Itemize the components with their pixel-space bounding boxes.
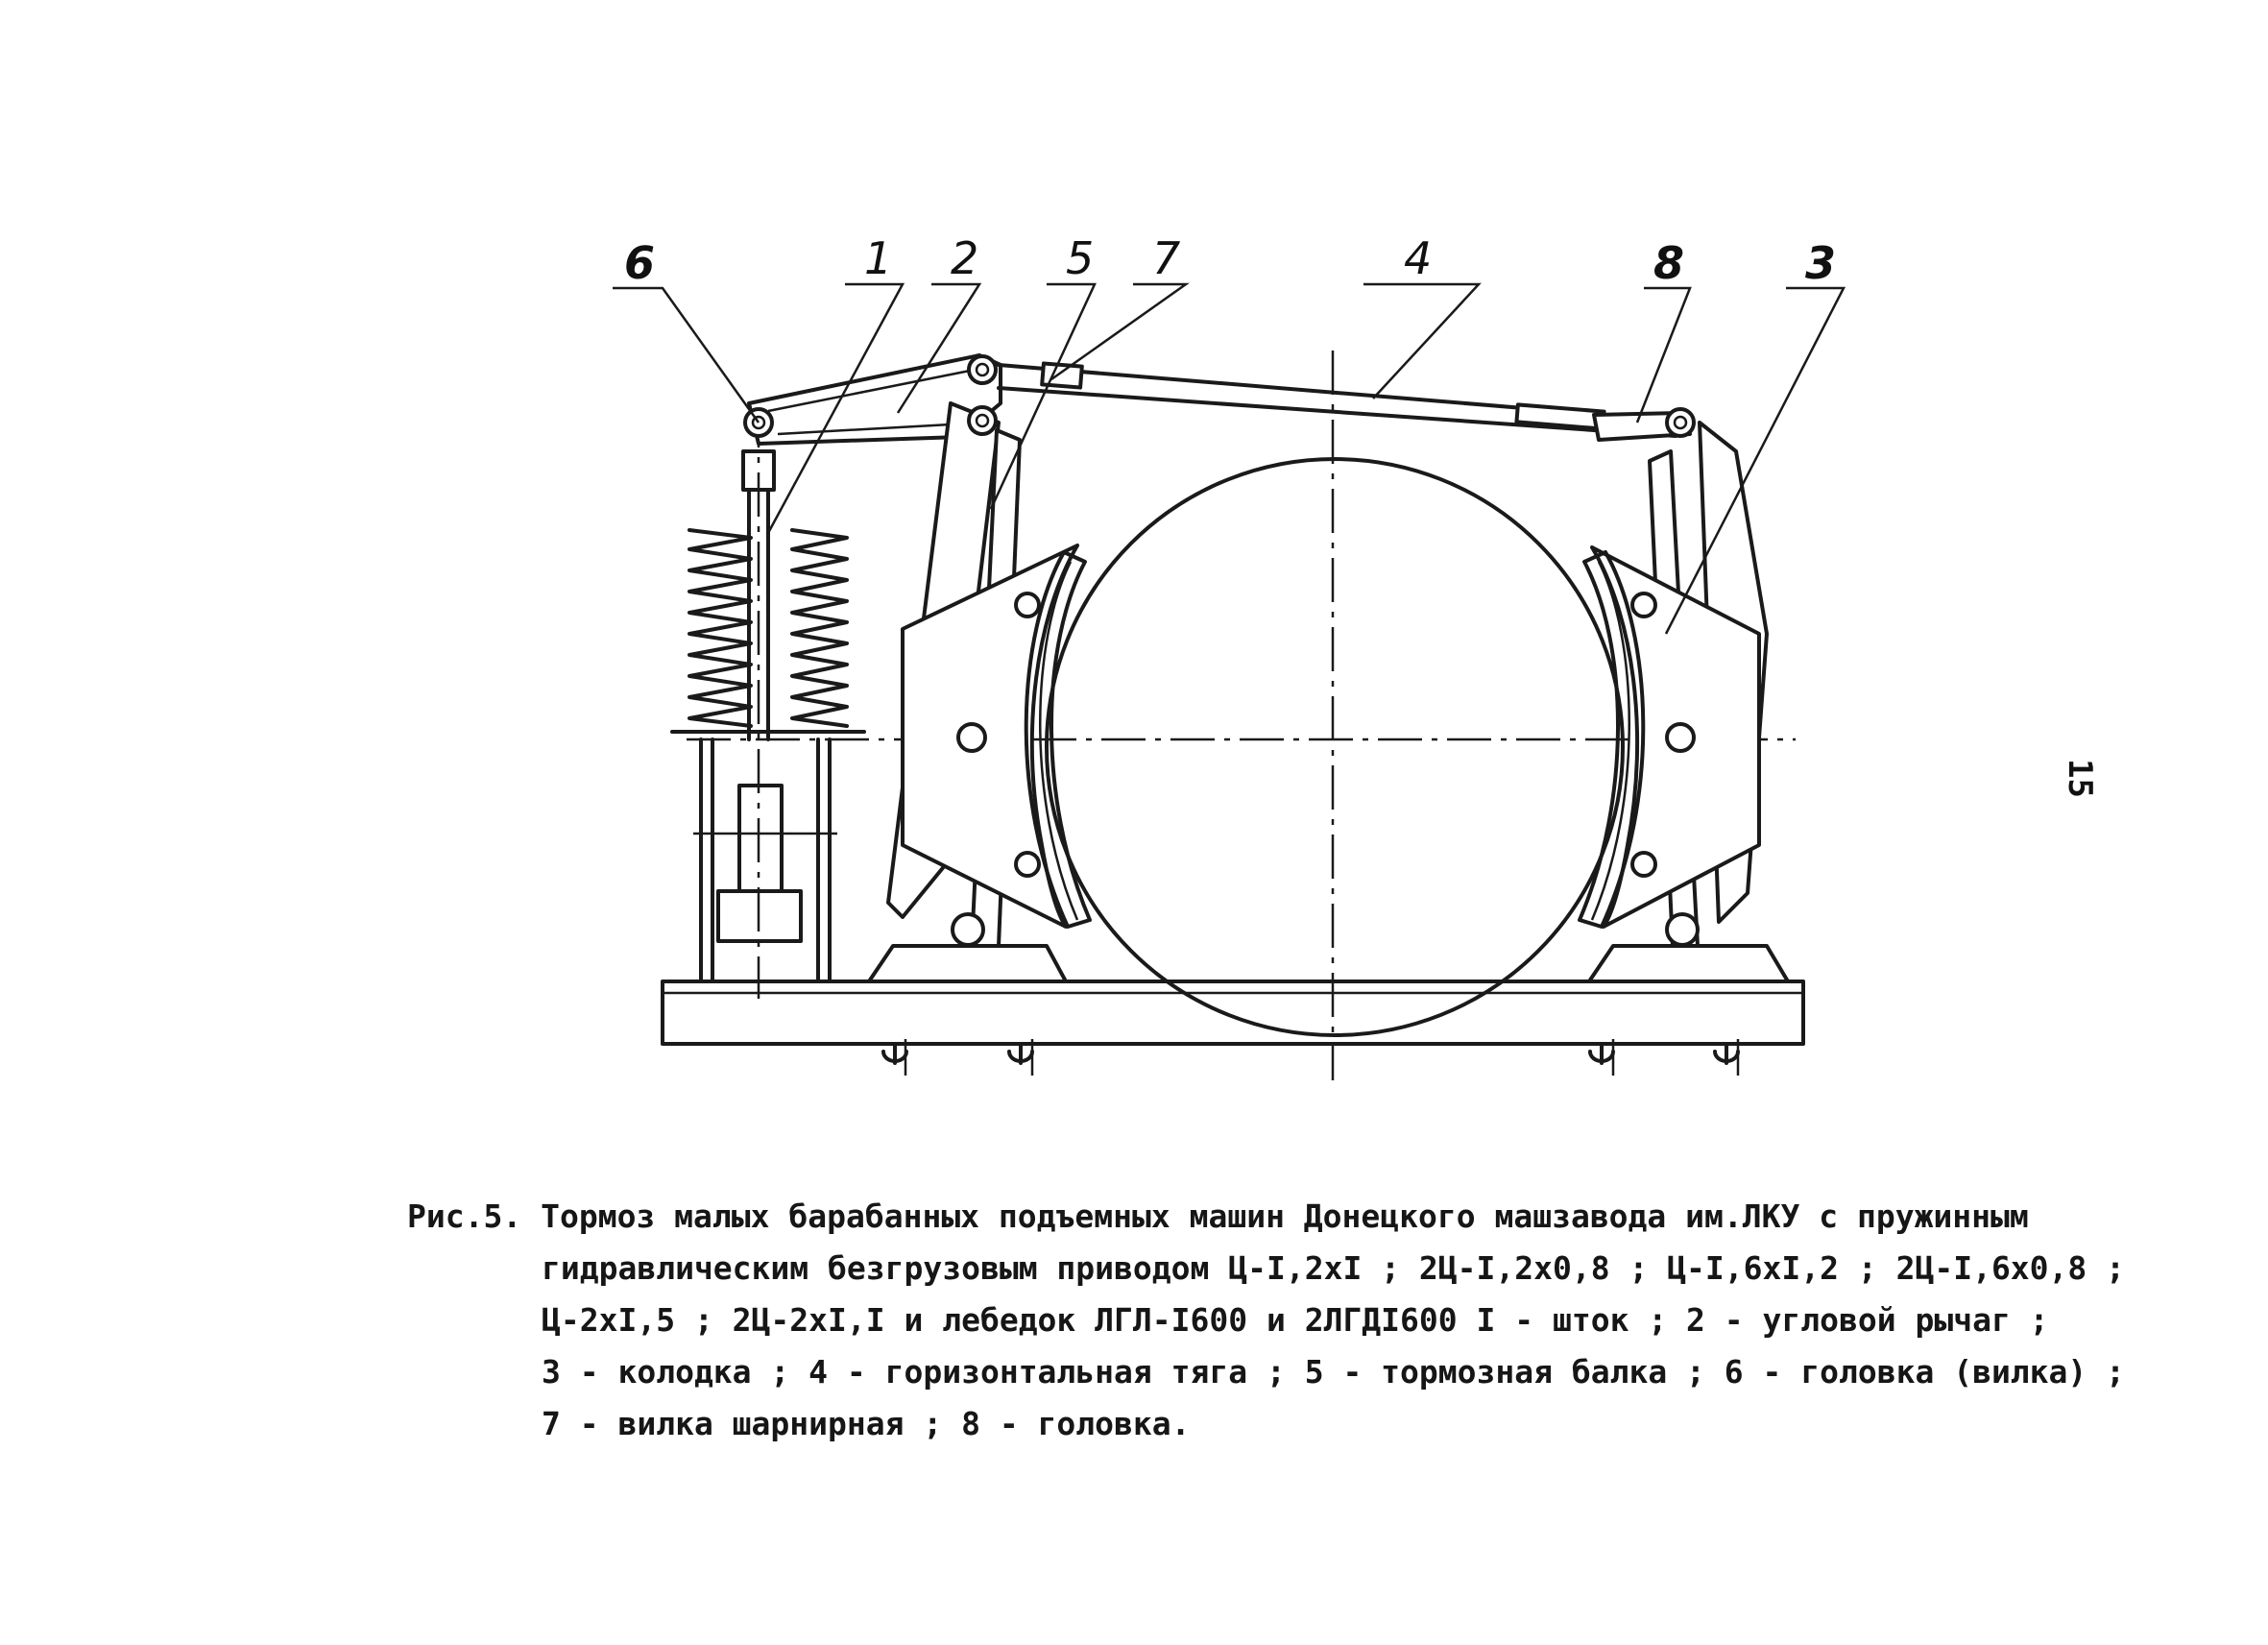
- caption-line-2: гидравлическим безгрузовым приводом Ц-I,…: [542, 1249, 2126, 1287]
- callout-6: 6: [624, 237, 655, 289]
- caption-prefix: Рис.5.: [407, 1197, 522, 1235]
- figure-caption: Рис.5. Тормоз малых барабанных подъемных…: [407, 1191, 2126, 1450]
- callout-4: 4: [1404, 232, 1432, 284]
- callout-1: 1: [864, 232, 892, 284]
- callout-7: 7: [1152, 232, 1180, 284]
- caption-line-5: 7 - вилка шарнирная ; 8 - головка.: [542, 1405, 1191, 1442]
- callout-8: 8: [1653, 237, 1684, 289]
- callout-3: 3: [1805, 237, 1836, 289]
- spring-assembly: [670, 403, 866, 999]
- base-frame: [661, 980, 1805, 1076]
- callout-leaders: [613, 282, 1846, 635]
- caption-line-3: Ц-2xI,5 ; 2Ц-2xI,I и лебедок ЛГЛ-I600 и …: [542, 1301, 2049, 1339]
- callout-2: 2: [951, 232, 978, 284]
- horizontal-rod: [997, 361, 1692, 442]
- right-brake-beam: [1578, 421, 1790, 983]
- left-brake-beam: [867, 401, 1092, 983]
- callout-5: 5: [1066, 232, 1094, 284]
- brake-drum: [1045, 457, 1625, 1037]
- page-number: 15: [2061, 759, 2099, 798]
- caption-line-4: 3 - колодка ; 4 - горизонтальная тяга ; …: [542, 1353, 2126, 1391]
- caption-line-1: Рис.5. Тормоз малых барабанных подъемных…: [407, 1197, 2029, 1235]
